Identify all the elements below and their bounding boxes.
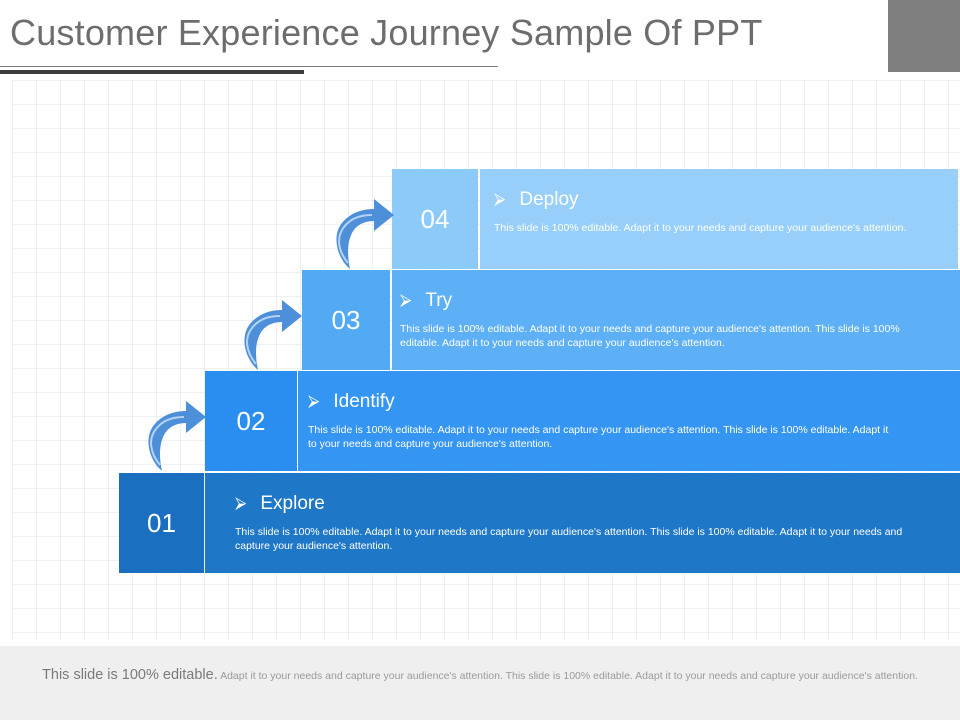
- step-number-box: 03: [302, 270, 390, 370]
- step-title: Identify: [333, 391, 395, 412]
- step-title: Try: [425, 290, 453, 311]
- step-explore: 01 ⮚ Explore This slide is 100% editable…: [119, 473, 960, 573]
- step-number: 02: [236, 405, 266, 436]
- step-content-box: ⮚ Try This slide is 100% editable. Adapt…: [392, 270, 960, 370]
- step-number-box: 01: [119, 473, 204, 573]
- step-number-box: 04: [392, 169, 478, 269]
- step-content-box: ⮚ Deploy This slide is 100% editable. Ad…: [480, 169, 958, 269]
- step-heading: ⮚ Explore: [235, 493, 325, 515]
- footer-lead-text: This slide is 100% editable.: [42, 667, 218, 683]
- step-number: 04: [420, 203, 450, 234]
- step-title: Explore: [260, 493, 325, 514]
- step-number: 01: [147, 507, 176, 538]
- step-heading: ⮚ Identify: [308, 391, 395, 413]
- chevron-right-icon: ⮚: [235, 495, 247, 512]
- step-description: This slide is 100% editable. Adapt it to…: [494, 222, 907, 234]
- step-heading: ⮚ Try: [400, 290, 452, 312]
- curved-arrow-icon: [148, 401, 206, 471]
- footer-text: This slide is 100% editable. Adapt it to…: [6, 668, 954, 684]
- footer-rest-text: Adapt it to your needs and capture your …: [220, 670, 918, 682]
- step-description: This slide is 100% editable. Adapt it to…: [235, 526, 903, 552]
- step-number-box: 02: [205, 371, 297, 471]
- step-content-box: ⮚ Explore This slide is 100% editable. A…: [205, 473, 960, 573]
- curved-arrow-icon: [336, 199, 394, 269]
- step-number: 03: [331, 304, 361, 335]
- curved-arrow-icon: [244, 300, 302, 370]
- chevron-right-icon: ⮚: [400, 292, 412, 309]
- slide-title: Customer Experience Journey Sample Of PP…: [10, 12, 763, 53]
- step-identify: 02 ⮚ Identify This slide is 100% editabl…: [205, 371, 960, 471]
- chevron-right-icon: ⮚: [308, 393, 320, 410]
- step-heading: ⮚ Deploy: [494, 189, 579, 211]
- step-content-box: ⮚ Identify This slide is 100% editable. …: [298, 371, 960, 471]
- footer-bar: This slide is 100% editable. Adapt it to…: [0, 646, 960, 720]
- step-try: 03 ⮚ Try This slide is 100% editable. Ad…: [302, 270, 960, 370]
- chevron-right-icon: ⮚: [494, 191, 506, 208]
- title-underline-thin: [0, 66, 498, 67]
- title-underline-thick: [0, 70, 304, 74]
- step-description: This slide is 100% editable. Adapt it to…: [308, 424, 889, 450]
- step-deploy: 04 ⮚ Deploy This slide is 100% editable.…: [392, 169, 960, 269]
- step-title: Deploy: [519, 189, 579, 210]
- corner-decoration: [888, 0, 960, 72]
- step-description: This slide is 100% editable. Adapt it to…: [400, 323, 900, 349]
